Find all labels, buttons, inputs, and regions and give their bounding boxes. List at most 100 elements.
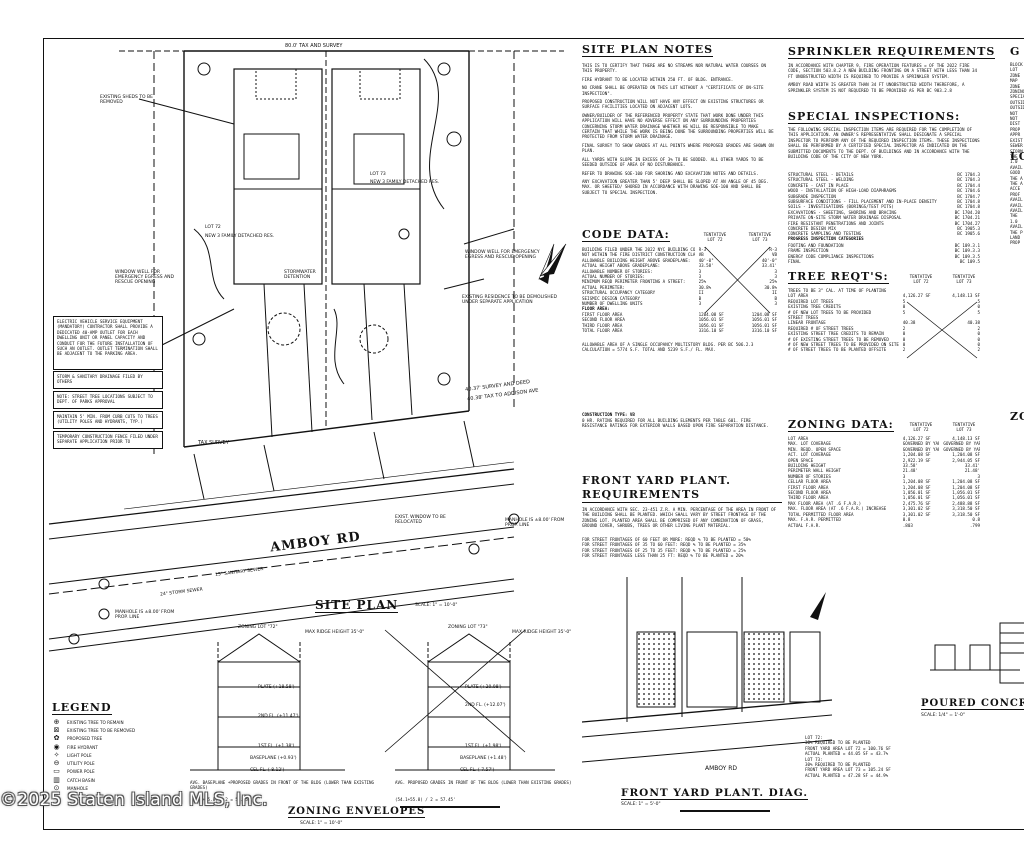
far-right-line: OUTSIDE	[1010, 99, 1024, 105]
floor-area-row-cell: 1056.01 SF	[751, 322, 777, 328]
legend-label: LIGHT POLE	[67, 752, 92, 758]
tree-row-cell: EXISTING STREET TREE CREDITS TO REMAIN	[788, 331, 884, 337]
front-diag-scalebar	[680, 810, 770, 812]
zoning-row-cell: .803	[902, 522, 913, 528]
tree-row-cell: 0	[902, 342, 906, 348]
tree-row-cell: 0	[902, 304, 906, 310]
code-data-row-cell: 3	[698, 268, 702, 274]
code-data-row-cell: 3	[698, 301, 702, 307]
front-diag-calc-line: ACTUAL PLANTED = 44.05 SF = 43.7%	[805, 751, 889, 757]
far-right-line: AVAIL	[1010, 207, 1023, 213]
zoning-row-cell: ACTUAL F.A.R.	[788, 522, 821, 528]
special-inspection-row-cell: PRIVATE ON-SITE STORM WATER DRAINAGE DIS…	[788, 215, 902, 221]
front-diag-calc-line: FRONT YARD AREA LOT 73 = 105.24 SF	[805, 767, 891, 773]
zoning-row-cell: 1,056.01 SF	[902, 495, 931, 501]
site-plan-title: SITE PLAN	[315, 598, 399, 613]
code-data-row-cell: ALLOWABLE BUILDING HEIGHT ABOVE GRADEPLA…	[582, 257, 691, 263]
legend-item: ⊕EXISTING TREE TO REMAIN	[52, 718, 222, 726]
zoning-row-cell: 1,204.08 SF	[902, 452, 931, 458]
code-data-row-cell: 40'-0"	[761, 257, 777, 263]
front-diag-street: AMBOY RD	[705, 765, 738, 772]
zoning-row-cell: OPEN SPACE	[788, 457, 814, 463]
code-data-row-cell: MINIMUM REQD PERIMETER FRONTING A STREET…	[582, 279, 686, 285]
legend-label: EXISTING TREE TO REMAIN	[67, 719, 124, 725]
site-plan-note: THIS IS TO CERTIFY THAT THERE ARE NO STR…	[582, 63, 767, 74]
ridge-height-73: MAX RIDGE HEIGHT 35'-0"	[512, 630, 572, 635]
tree-row: # OF EXISTING STREET TREES TO BE REMOVED…	[788, 337, 980, 342]
tree-row-cell: 5	[902, 298, 906, 304]
far-right-line: NOT	[1010, 110, 1018, 116]
zoning-row-cell: 21.48'	[964, 468, 980, 474]
floor-area-row-cell: 1204.08 SF	[751, 312, 777, 317]
front-yard-req-row: FOR STREET FRONTAGES OF 25 TO 35 FEET: R…	[582, 547, 746, 553]
far-right-line: PROP	[1010, 240, 1021, 246]
tree-row-cell: 2	[977, 325, 980, 331]
far-right-line: STORM	[1010, 148, 1023, 154]
floor-area-row-cell: 1056.01 SF	[751, 317, 777, 323]
tree-row-cell: EXISTING TREE CREDITS	[788, 304, 841, 310]
special-inspection-row-cell: CONCRETE DESIGN MIX	[788, 226, 836, 232]
tax-survey-label: TAX SURVEY	[198, 440, 229, 446]
survey-top-dim: 80.0' TAX AND SURVEY	[285, 43, 343, 49]
special-inspection-row-cell: CONCRETE - CAST IN PLACE	[788, 182, 849, 188]
site-plan-note: ANY EXCAVATION GREATER THAN 5' DEEP SHAL…	[582, 178, 769, 195]
code-data-row-cell: B	[698, 295, 702, 301]
far-right-line: DIST	[1010, 121, 1021, 127]
poured-concrete-scale: SCALE: 1/4" = 1'-0"	[921, 713, 965, 718]
tree-row-cell: # OF NEW STREET TREES TO BE PROVIDED ON …	[788, 342, 899, 348]
far-right-line: THE A	[1010, 180, 1023, 186]
zoning-row-cell: MAX. LOT COVERAGE	[788, 441, 831, 447]
far-right-line: 1.0	[1010, 159, 1018, 165]
zoning-row-cell: 3,318.50 SF	[952, 506, 980, 512]
zoning-envelope-drawing	[190, 629, 555, 808]
zoning-row-cell: 1,204.08 SF	[902, 479, 931, 485]
legend-label: EXISTING TREE TO BE REMOVED	[67, 727, 136, 733]
site-plan-notes-body: THIS IS TO CERTIFY THAT THERE ARE NO STR…	[582, 63, 777, 198]
special-inspection-row-cell: FIRE RESISTANT PENETRATIONS AND JOINTS	[788, 220, 884, 226]
front-diag-calc-line: 30% REQUIRED TO BE PLANTED	[805, 740, 871, 746]
special-inspection-row-cell: BC 1704.3	[957, 177, 980, 183]
far-right-title-2: LO	[1010, 150, 1024, 163]
tree-location-note-box: NOTE: STREET TREE LOCATIONS SUBJECT TO D…	[53, 391, 163, 409]
zoning-row-cell: 1,056.01 SF	[952, 490, 980, 496]
progress-inspection-title: PROGRESS INSPECTION CATEGORIES	[788, 236, 864, 241]
sheet-border	[43, 38, 1024, 830]
far-right-line: AVAIL	[1010, 224, 1023, 230]
zoning-row-cell: 0.8	[972, 517, 980, 523]
zoning-row-cell: 3	[902, 473, 906, 479]
cellar-73: CEL FL. (-7.57')	[460, 768, 495, 773]
zoning-row-cell: 0.8	[902, 517, 911, 523]
plate-73: PLATE (+20.08')	[465, 685, 502, 690]
existing-tree-note: EXIST. WINDOW TO BE RELOCATED	[395, 515, 446, 525]
tree-row-cell: 0	[977, 342, 980, 348]
zoning-row-cell: THIRD FLOOR AREA	[788, 495, 829, 501]
legend-symbol-icon: ▭	[53, 767, 60, 776]
lot-73-label: LOT 73	[370, 172, 386, 177]
zoning-row-cell: 1,204.08 SF	[902, 484, 931, 490]
legend-symbol-icon: ⊠	[53, 725, 60, 734]
tree-row-cell: 0	[977, 336, 980, 342]
floor-area-title: FLOOR AREA:	[582, 306, 610, 311]
zoning-row-cell: GOVERNED BY YARDS	[902, 441, 940, 447]
legend-item: ✿PROPOSED TREE	[52, 735, 222, 743]
floor-area-row-cell: 1056.01 SF	[698, 317, 724, 323]
legend-item: ⊙MANHOLE	[52, 784, 222, 792]
tree-row-cell: # OF EXISTING STREET TREES TO BE REMOVED	[788, 336, 889, 342]
far-right-line: 1.0	[1010, 218, 1018, 224]
